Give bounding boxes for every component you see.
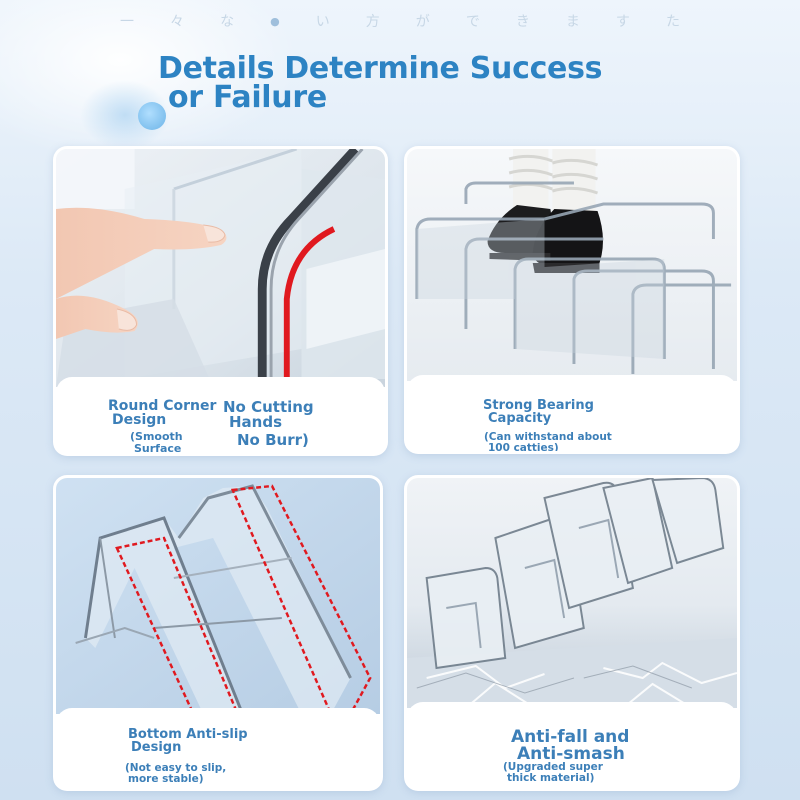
jp-char: な [220,14,235,30]
label-panel [407,375,737,451]
jp-char: が [415,14,430,30]
feature-subtitle-line: (Can withstand about [484,431,612,443]
title-line-1: Details Determine Success [158,51,603,86]
jp-char: ま [565,14,580,30]
feature-title-line: Round Corner [108,398,217,414]
jp-char: き [515,14,530,30]
bearing-capacity-product-photo [407,149,737,381]
jp-char: ● [270,14,280,28]
feature-card-anti-slip: Bottom Anti-slip Design (Not easy to sli… [53,475,383,791]
feature-title: Round Corner Design [108,399,216,427]
jp-char: い [315,14,330,30]
label-panel [407,702,737,788]
feature-title-line: No Burr) [237,431,309,449]
feature-subtitle: (Upgraded super thick material) [503,761,603,785]
decorative-bubble [138,102,166,130]
feature-title-line: Design [131,740,182,755]
feature-subtitle: (Smooth Surface [130,430,183,455]
feature-subtitle-line: (Smooth [130,430,183,443]
title-line-2: or Failure [168,80,327,115]
feature-title-line: Hands [229,413,283,431]
jp-char: 方 [365,14,380,30]
feature-title-line: Capacity [488,411,552,426]
feature-subtitle: (Not easy to slip, more stable) [125,762,227,786]
feature-card-round-corner: Round Corner Design (Smooth Surface No C… [53,146,388,456]
feature-subtitle: (Can withstand about 100 catties) [484,431,612,454]
feature-title-line: Bottom Anti-slip [128,727,248,742]
feature-card-strong-bearing: Strong Bearing Capacity (Can withstand a… [404,146,740,454]
label-panel [56,708,380,788]
feature-title-line: Anti-fall and [511,727,630,747]
feature-title: No Cutting Hands No Burr) [223,400,314,448]
feature-title-line: Strong Bearing [483,398,594,413]
page-title: Details Determine Success or Failure [158,51,718,115]
jp-char: す [615,14,630,30]
japanese-decorative-text: 一 々 な ● い 方 が で き ま す た [120,10,680,32]
jp-char: で [465,14,480,30]
feature-subtitle-line: thick material) [507,772,595,785]
feature-subtitle-line: (Not easy to slip, [125,762,227,774]
feature-title-line: No Cutting [223,398,314,416]
feature-card-anti-fall: Anti-fall and Anti-smash (Upgraded super… [404,475,740,791]
round-corner-product-photo [56,149,385,387]
jp-char: 々 [170,14,185,30]
feature-title-line: Design [112,412,167,428]
feature-title: Bottom Anti-slip Design [128,728,248,754]
feature-title: Anti-fall and Anti-smash [511,729,629,763]
feature-subtitle-line: (Upgraded super [503,761,603,773]
feature-subtitle-line: Surface [134,441,182,455]
anti-smash-product-photo [407,478,737,708]
label-panel [56,377,385,453]
feature-title-line: Anti-smash [517,744,625,764]
jp-char: た [665,14,680,30]
feature-title: Strong Bearing Capacity [483,399,594,425]
jp-char: 一 [120,14,134,30]
feature-subtitle-line: more stable) [128,773,204,786]
anti-slip-product-photo [56,478,380,714]
feature-subtitle-line: 100 catties) [488,442,559,454]
